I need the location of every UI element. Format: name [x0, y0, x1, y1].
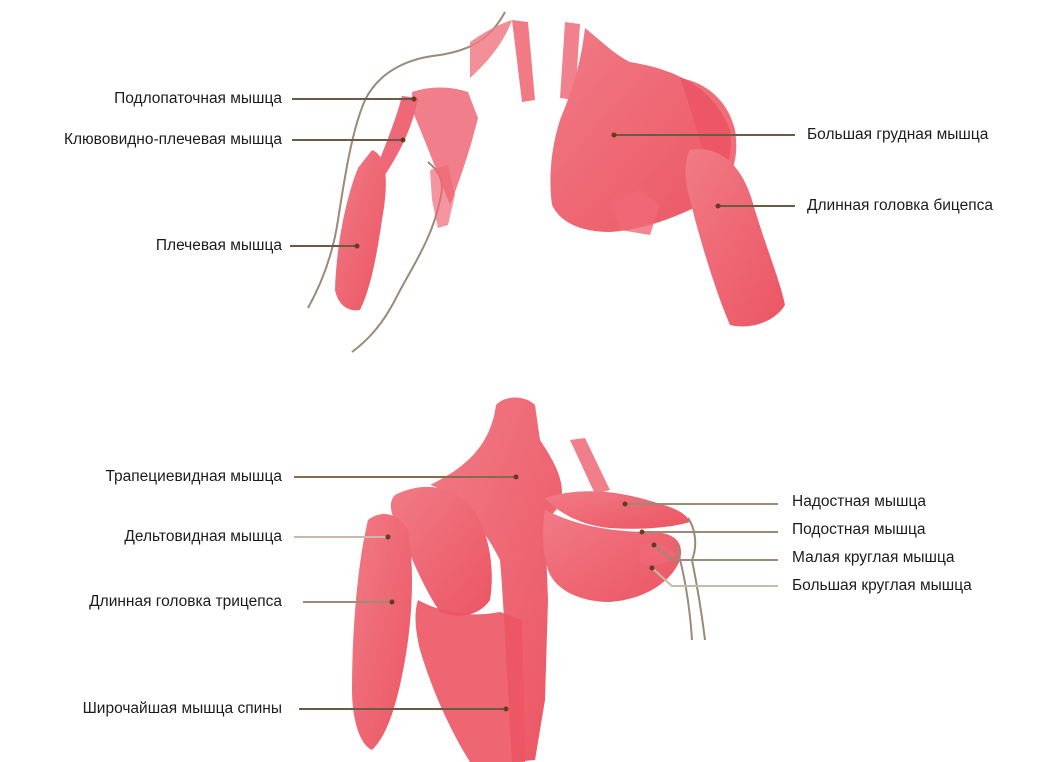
- leader-dot-trapezius: [514, 475, 519, 480]
- leader-dot-triceps: [390, 600, 395, 605]
- biceps-muscle: [686, 149, 786, 326]
- label-coracobrachialis: Клювовидно-плечевая мышца: [64, 131, 282, 149]
- front-neck-muscle-left: [470, 20, 512, 78]
- label-trapezius: Трапециевидная мышца: [105, 468, 282, 486]
- leader-dot-subscapularis: [412, 97, 417, 102]
- leader-dot-latissimus: [504, 707, 509, 712]
- back-view-figure: [352, 398, 705, 762]
- label-teres-minor: Малая круглая мышца: [792, 549, 954, 567]
- leader-dot-pectoralis: [612, 133, 617, 138]
- leader-dot-infraspinatus: [640, 530, 645, 535]
- label-infraspinatus: Подостная мышца: [792, 521, 926, 539]
- latissimus-dorsi-muscle: [416, 600, 525, 762]
- front-neck-muscle-center: [512, 20, 535, 102]
- leader-dot-brachialis: [355, 244, 360, 249]
- label-teres-major: Большая круглая мышца: [792, 577, 972, 595]
- label-deltoid: Дельтовидная мышца: [124, 528, 282, 546]
- leader-dot-coracobrachialis: [401, 138, 406, 143]
- front-view-figure: [308, 12, 785, 352]
- leader-dot-deltoid: [386, 535, 391, 540]
- leader-dot-supraspinatus: [623, 502, 628, 507]
- label-biceps-long-head: Длинная головка бицепса: [807, 197, 993, 215]
- leader-dot-biceps: [716, 204, 721, 209]
- label-triceps-long-head: Длинная головка трицепса: [89, 593, 282, 611]
- triceps-muscle: [352, 514, 412, 750]
- label-supraspinatus: Надостная мышца: [792, 493, 926, 511]
- brachialis-muscle: [335, 150, 386, 310]
- label-latissimus-dorsi: Широчайшая мышца спины: [83, 700, 282, 718]
- label-subscapularis: Подлопаточная мышца: [114, 90, 282, 108]
- label-brachialis: Плечевая мышца: [156, 237, 282, 255]
- back-neck-strap-right: [570, 438, 610, 494]
- label-pectoralis-major: Большая грудная мышца: [807, 126, 988, 144]
- leader-dot-teres-minor: [652, 543, 657, 548]
- leader-dot-teres-major: [650, 566, 655, 571]
